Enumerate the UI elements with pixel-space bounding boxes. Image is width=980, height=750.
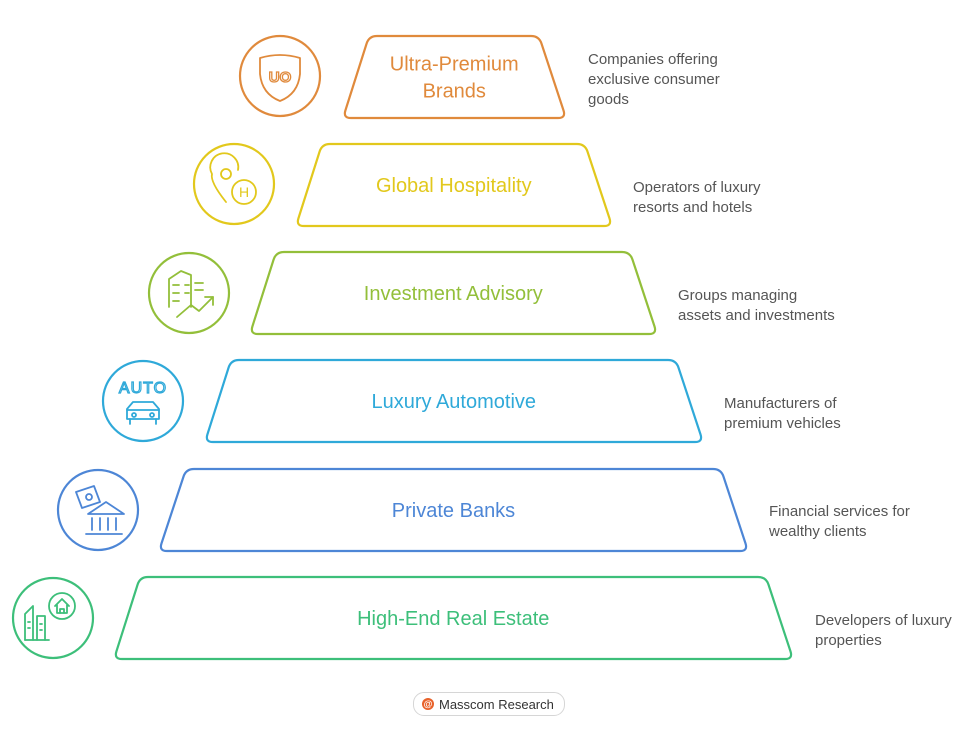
tier-label: Investment Advisory: [364, 283, 543, 305]
masscom-logo-icon: @: [422, 698, 434, 710]
tier-description: Groups managing assets and investments: [678, 287, 835, 324]
pyramid-tier: High-End Real Estate: [11, 575, 793, 661]
pyramid-tier: Investment Advisory: [147, 250, 657, 336]
svg-text:UO: UO: [269, 69, 292, 86]
tier-label: Private Banks: [392, 500, 515, 522]
tier-description: Manufacturers of premium vehicles: [724, 395, 841, 432]
bank-money-icon: [56, 468, 140, 552]
svg-text:H: H: [239, 184, 249, 200]
tier-shape: [205, 358, 703, 444]
tier-label: Brands: [423, 81, 486, 103]
pyramid-tier: Global Hospitality H: [192, 142, 612, 228]
svg-text:AUTO: AUTO: [119, 380, 167, 397]
tier-label: Luxury Automotive: [371, 391, 536, 413]
tier-shape: [250, 250, 657, 336]
shield-uo-icon: UO: [238, 34, 322, 118]
tier-shape: [343, 34, 566, 120]
pyramid-tier: Private Banks: [56, 467, 748, 553]
tier-description: Developers of luxury properties: [815, 612, 952, 649]
tier-shape: [296, 142, 612, 228]
tier-label: Global Hospitality: [376, 175, 532, 197]
tier-shape: [114, 575, 793, 661]
credit-badge: @ Masscom Research: [413, 692, 565, 716]
tier-description: Financial services for wealthy clients: [769, 503, 910, 540]
city-home-icon: [11, 576, 95, 660]
credit-text: Masscom Research: [439, 696, 554, 712]
tier-description: Operators of luxury resorts and hotels: [633, 179, 761, 216]
tier-label: High-End Real Estate: [357, 608, 549, 630]
building-growth-icon: [147, 251, 231, 335]
tier-description: Companies offering exclusive consumer go…: [588, 51, 720, 108]
pyramid-tier: Luxury Automotive AUTO: [101, 358, 703, 444]
tier-shape: [159, 467, 748, 553]
auto-car-icon: AUTO: [101, 359, 185, 443]
hotel-location-icon: H: [192, 142, 276, 226]
tier-label: Ultra-Premium: [390, 54, 519, 76]
